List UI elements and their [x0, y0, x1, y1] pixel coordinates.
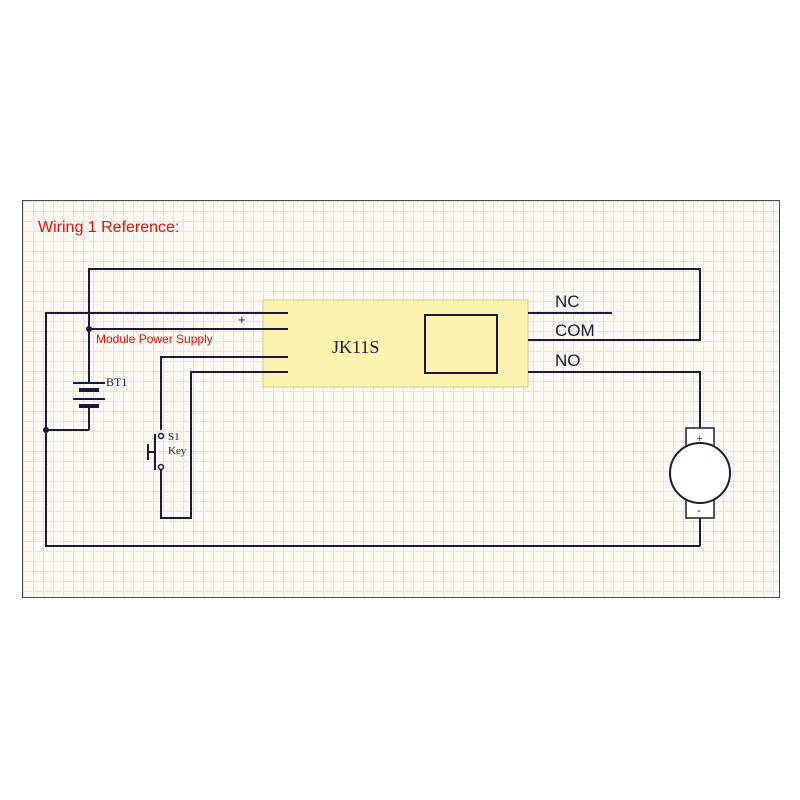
pin-label-com: COM [555, 321, 595, 340]
push-switch-icon [147, 432, 165, 471]
module-label: JK11S [332, 337, 379, 357]
battery-icon [73, 382, 105, 408]
wire-no [528, 371, 701, 430]
pin-label-no: NO [555, 351, 581, 370]
plus-sign: + [238, 312, 246, 327]
wire-com-loop [88, 268, 701, 383]
pin-label-nc: NC [555, 292, 580, 311]
diagram-title: Wiring 1 Reference: [38, 219, 179, 236]
wire-key-bottom [160, 371, 288, 519]
motor-icon [669, 427, 731, 519]
motor-plus-label: + [696, 431, 703, 445]
junction-dot [86, 326, 92, 332]
switch-ref-label: S1 [168, 431, 180, 443]
diagram-canvas [22, 200, 780, 598]
junction-dot [43, 427, 49, 433]
switch-name-label: Key [168, 445, 187, 457]
battery-label: BT1 [106, 375, 127, 389]
power-supply-label: Module Power Supply [96, 332, 213, 346]
motor-minus-label: - [697, 503, 701, 517]
module-relay-window [424, 314, 498, 374]
wire-key-top [160, 356, 288, 430]
